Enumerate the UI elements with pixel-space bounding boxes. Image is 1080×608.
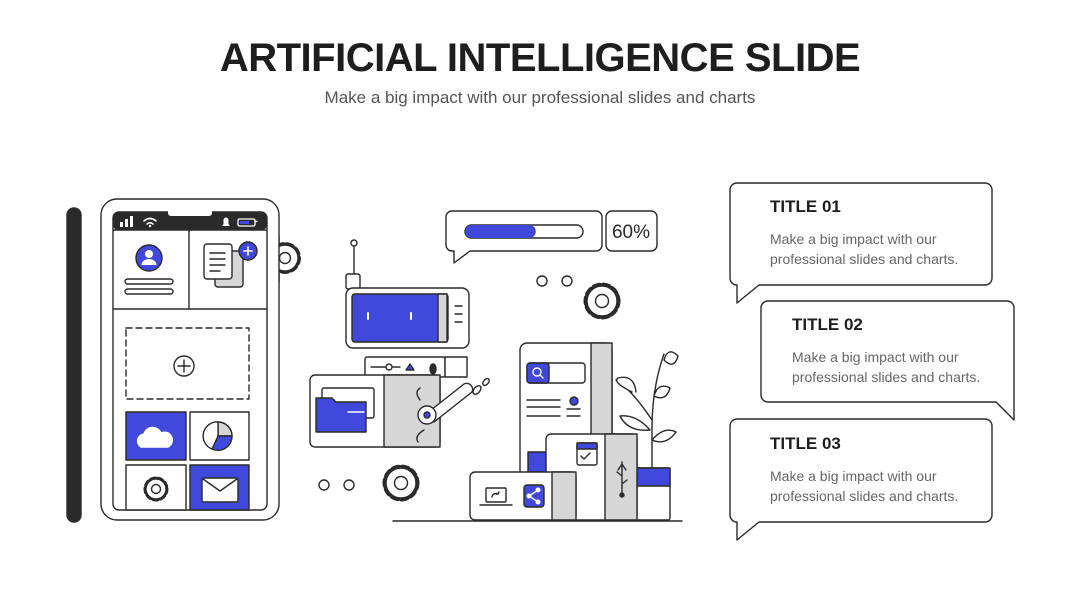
laptop-icon — [485, 487, 507, 503]
phone-side-bar — [66, 207, 82, 523]
callout-3: TITLE 03 Make a big impact with our prof… — [770, 434, 970, 518]
usb-icon — [616, 461, 628, 495]
robot-screen — [351, 293, 449, 343]
cloud-icon — [136, 426, 174, 448]
callout-title: TITLE 01 — [770, 197, 841, 216]
callout-bubble-1 — [729, 182, 993, 304]
center-illustration: 60% — [309, 210, 683, 522]
callout-body: Make a big impact with our professional … — [792, 349, 981, 385]
document-icon — [203, 243, 233, 280]
folder-icon — [315, 397, 367, 433]
phone-illustration — [66, 198, 301, 523]
callout-bubbles — [729, 182, 1015, 541]
callout-bubble-3 — [729, 418, 993, 541]
callout-body: Make a big impact with our professional … — [770, 468, 959, 504]
callout-body: Make a big impact with our professional … — [770, 231, 959, 267]
callout-title: TITLE 03 — [770, 434, 841, 453]
progress-fill — [465, 225, 536, 238]
callout-title: TITLE 02 — [792, 315, 863, 334]
callout-2: TITLE 02 Make a big impact with our prof… — [792, 315, 992, 399]
slide-subtitle: Make a big impact with our professional … — [324, 88, 756, 107]
slide-title: ARTIFICIAL INTELLIGENCE SLIDE — [219, 36, 861, 80]
gear-icon-center — [583, 282, 621, 320]
gear-icon — [143, 476, 169, 502]
gear-icon-bottom — [382, 464, 420, 502]
progress-percent: 60% — [612, 222, 650, 243]
dashed-drop-area — [125, 327, 250, 400]
chart-tile — [189, 411, 250, 461]
battery-icon — [237, 218, 256, 227]
percent-box — [605, 210, 658, 252]
bell-icon — [222, 217, 230, 226]
wifi-icon — [143, 217, 157, 225]
signal-icon — [120, 222, 123, 227]
callout-bubble-2 — [760, 300, 1015, 421]
callout-1: TITLE 01 Make a big impact with our prof… — [770, 197, 970, 281]
